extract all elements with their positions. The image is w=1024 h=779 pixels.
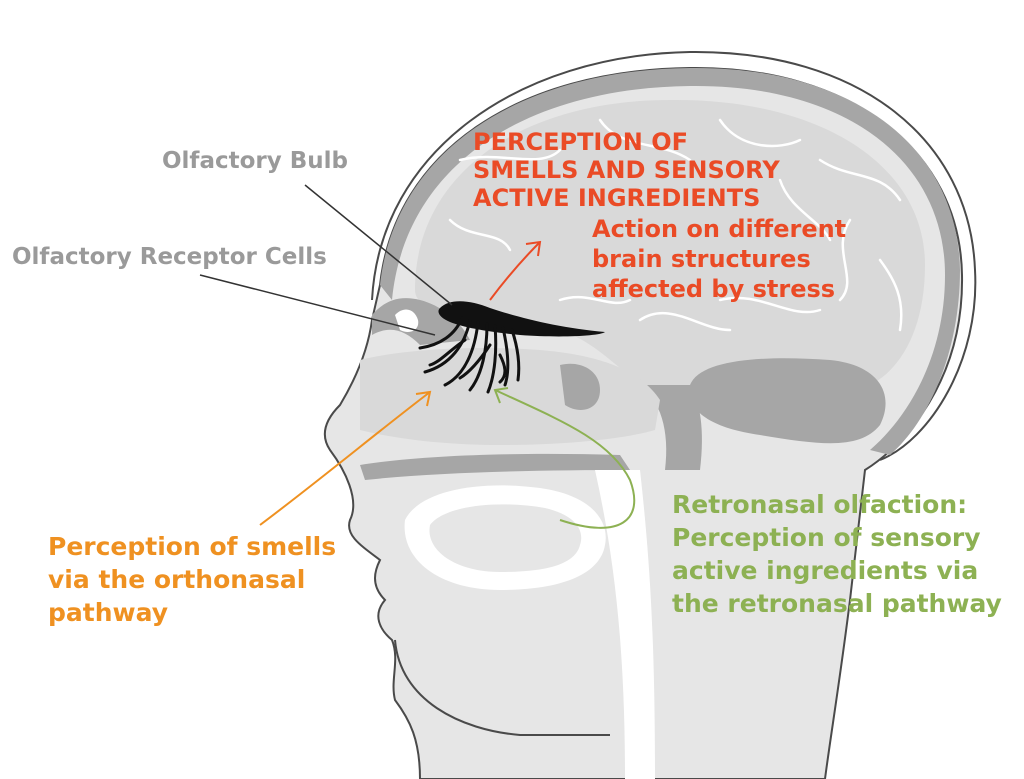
skull-outline [371,50,977,461]
cerebellum [689,358,886,444]
skull-bone [380,67,960,456]
brain-action-line-3: affected by stress [592,275,836,303]
retronasal-label: Retronasal olfaction: Perception of sens… [672,488,1002,620]
brain-action-line-2: brain structures [592,245,811,273]
perception-heading-line-3: ACTIVE INGREDIENTS [473,184,761,212]
brain-action-line-1: Action on different [592,215,847,243]
brain-action-label: Action on different brain structures aff… [592,214,846,304]
olfactory-bulb-shape [438,301,605,337]
brainstem [640,385,702,470]
orthonasal-line-3: pathway [48,598,169,627]
brain [415,99,925,385]
olfactory-receptor-cells-label: Olfactory Receptor Cells [12,244,327,270]
retronasal-line-3: active ingredients via [672,556,979,585]
receptor-pointer-line [199,274,436,336]
perception-heading: PERCEPTION OF SMELLS AND SENSORY ACTIVE … [473,128,780,212]
bulb-pointer-line [304,184,453,306]
retronasal-line-2: Perception of sensory [672,523,981,552]
brain-action-arrowhead [525,240,542,257]
olfactory-bulb-label: Olfactory Bulb [162,148,348,174]
orthonasal-line-1: Perception of smells [48,532,337,561]
olfactory-receptor-cells [418,316,521,394]
brain-folds [448,118,903,332]
orthonasal-label: Perception of smells via the orthonasal … [48,530,336,629]
orthonasal-arrowhead [415,390,432,407]
chin-outline [394,639,610,736]
retronasal-arrow [494,389,636,529]
retronasal-line-4: the retronasal pathway [672,589,1002,618]
brain-action-arrow [489,241,541,301]
retronasal-arrowhead [493,387,509,404]
perception-heading-line-1: PERCEPTION OF [473,128,689,156]
retronasal-line-1: Retronasal olfaction: [672,490,968,519]
orthonasal-line-2: via the orthonasal [48,565,306,594]
palate [360,453,630,480]
orthonasal-arrow [259,391,431,526]
sphenoid [560,363,600,410]
perception-heading-line-2: SMELLS AND SENSORY [473,156,780,184]
nasal-bone [372,298,470,345]
throat [595,470,655,779]
tongue-fill [429,504,582,572]
